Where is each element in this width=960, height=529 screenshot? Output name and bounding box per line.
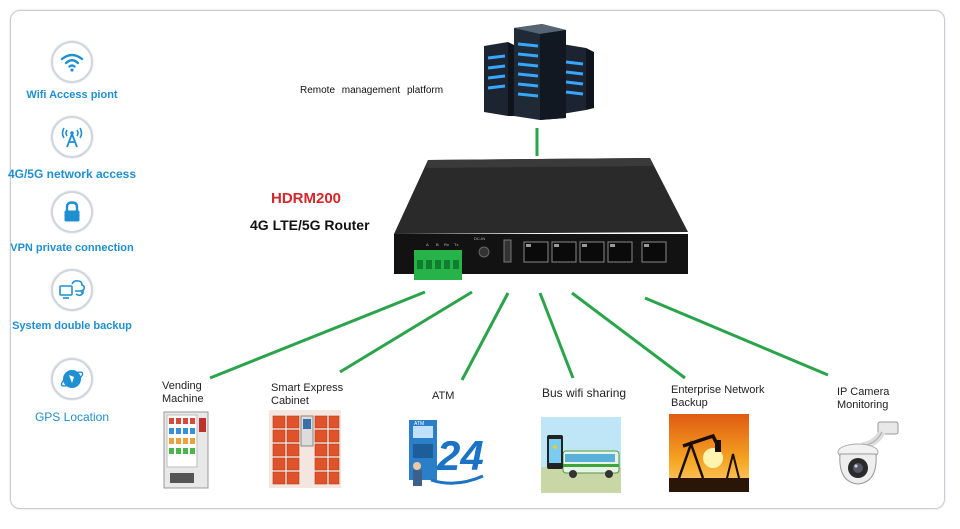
svg-text:A: A: [426, 242, 429, 247]
svg-text:Rx: Rx: [444, 242, 449, 247]
gps-satellite-icon: [51, 358, 93, 400]
app-label: Smart Express: [271, 382, 344, 394]
line-atm: [460, 292, 510, 381]
app-label: Monitoring: [837, 399, 889, 411]
feature-wifi: Wifi Access piont: [0, 41, 147, 101]
app-vending: Vending Machine: [162, 380, 204, 406]
line-enterprise: [571, 291, 686, 380]
feature-label: Wifi Access piont: [26, 89, 118, 101]
svg-text:Tx: Tx: [454, 242, 458, 247]
line-express: [339, 290, 473, 374]
server-icon: [484, 24, 594, 120]
router-type: 4G LTE/5G Router: [250, 217, 370, 233]
app-label: Cabinet: [271, 395, 309, 407]
app-label: IP Camera: [837, 386, 890, 398]
app-atm: ATM: [432, 390, 454, 403]
vending-machine-image: [163, 411, 209, 489]
ip-camera-image: [837, 421, 899, 485]
backup-cloud-icon: [51, 269, 93, 311]
app-express: Smart Express Cabinet: [271, 382, 343, 408]
lock-icon: [51, 191, 93, 233]
line-bus: [538, 292, 575, 379]
app-label: Bus wifi sharing: [542, 386, 627, 400]
app-label: Backup: [671, 397, 708, 409]
app-label: ATM: [432, 390, 455, 402]
express-cabinet-image: [269, 410, 341, 488]
feature-gps: GPS Location: [0, 358, 147, 424]
svg-text:B: B: [436, 242, 439, 247]
enterprise-oil-image: [669, 414, 749, 492]
antenna-tower-icon: [51, 116, 93, 158]
wifi-icon: [51, 41, 93, 83]
svg-text:ATM: ATM: [414, 421, 424, 427]
svg-text:24: 24: [436, 432, 484, 479]
atm-image: ATM 24: [409, 420, 484, 486]
app-label: Enterprise Network: [671, 384, 765, 396]
feature-label: VPN private connection: [10, 242, 134, 254]
app-camera: IP Camera Monitoring: [837, 386, 889, 412]
line-camera: [644, 296, 829, 377]
feature-label: GPS Location: [34, 410, 110, 424]
router-device: A B Rx Tx DC-IN: [394, 158, 688, 280]
app-enterprise: Enterprise Network Backup: [671, 384, 765, 410]
line-vending: [209, 290, 426, 380]
feature-label: 4G/5G network access: [7, 167, 137, 181]
bus-wifi-image: [541, 417, 621, 493]
feature-backup: System double backup: [0, 269, 147, 332]
app-label: Machine: [162, 393, 204, 405]
app-bus: Bus wifi sharing: [542, 387, 626, 400]
feature-vpn: VPN private connection: [0, 191, 147, 254]
feature-network: 4G/5G network access: [0, 116, 147, 181]
feature-label: System double backup: [12, 320, 132, 332]
platform-label: Remote management platform: [300, 85, 444, 96]
svg-text:DC-IN: DC-IN: [474, 236, 485, 241]
router-model: HDRM200: [271, 190, 342, 207]
app-label: Vending: [162, 380, 202, 392]
